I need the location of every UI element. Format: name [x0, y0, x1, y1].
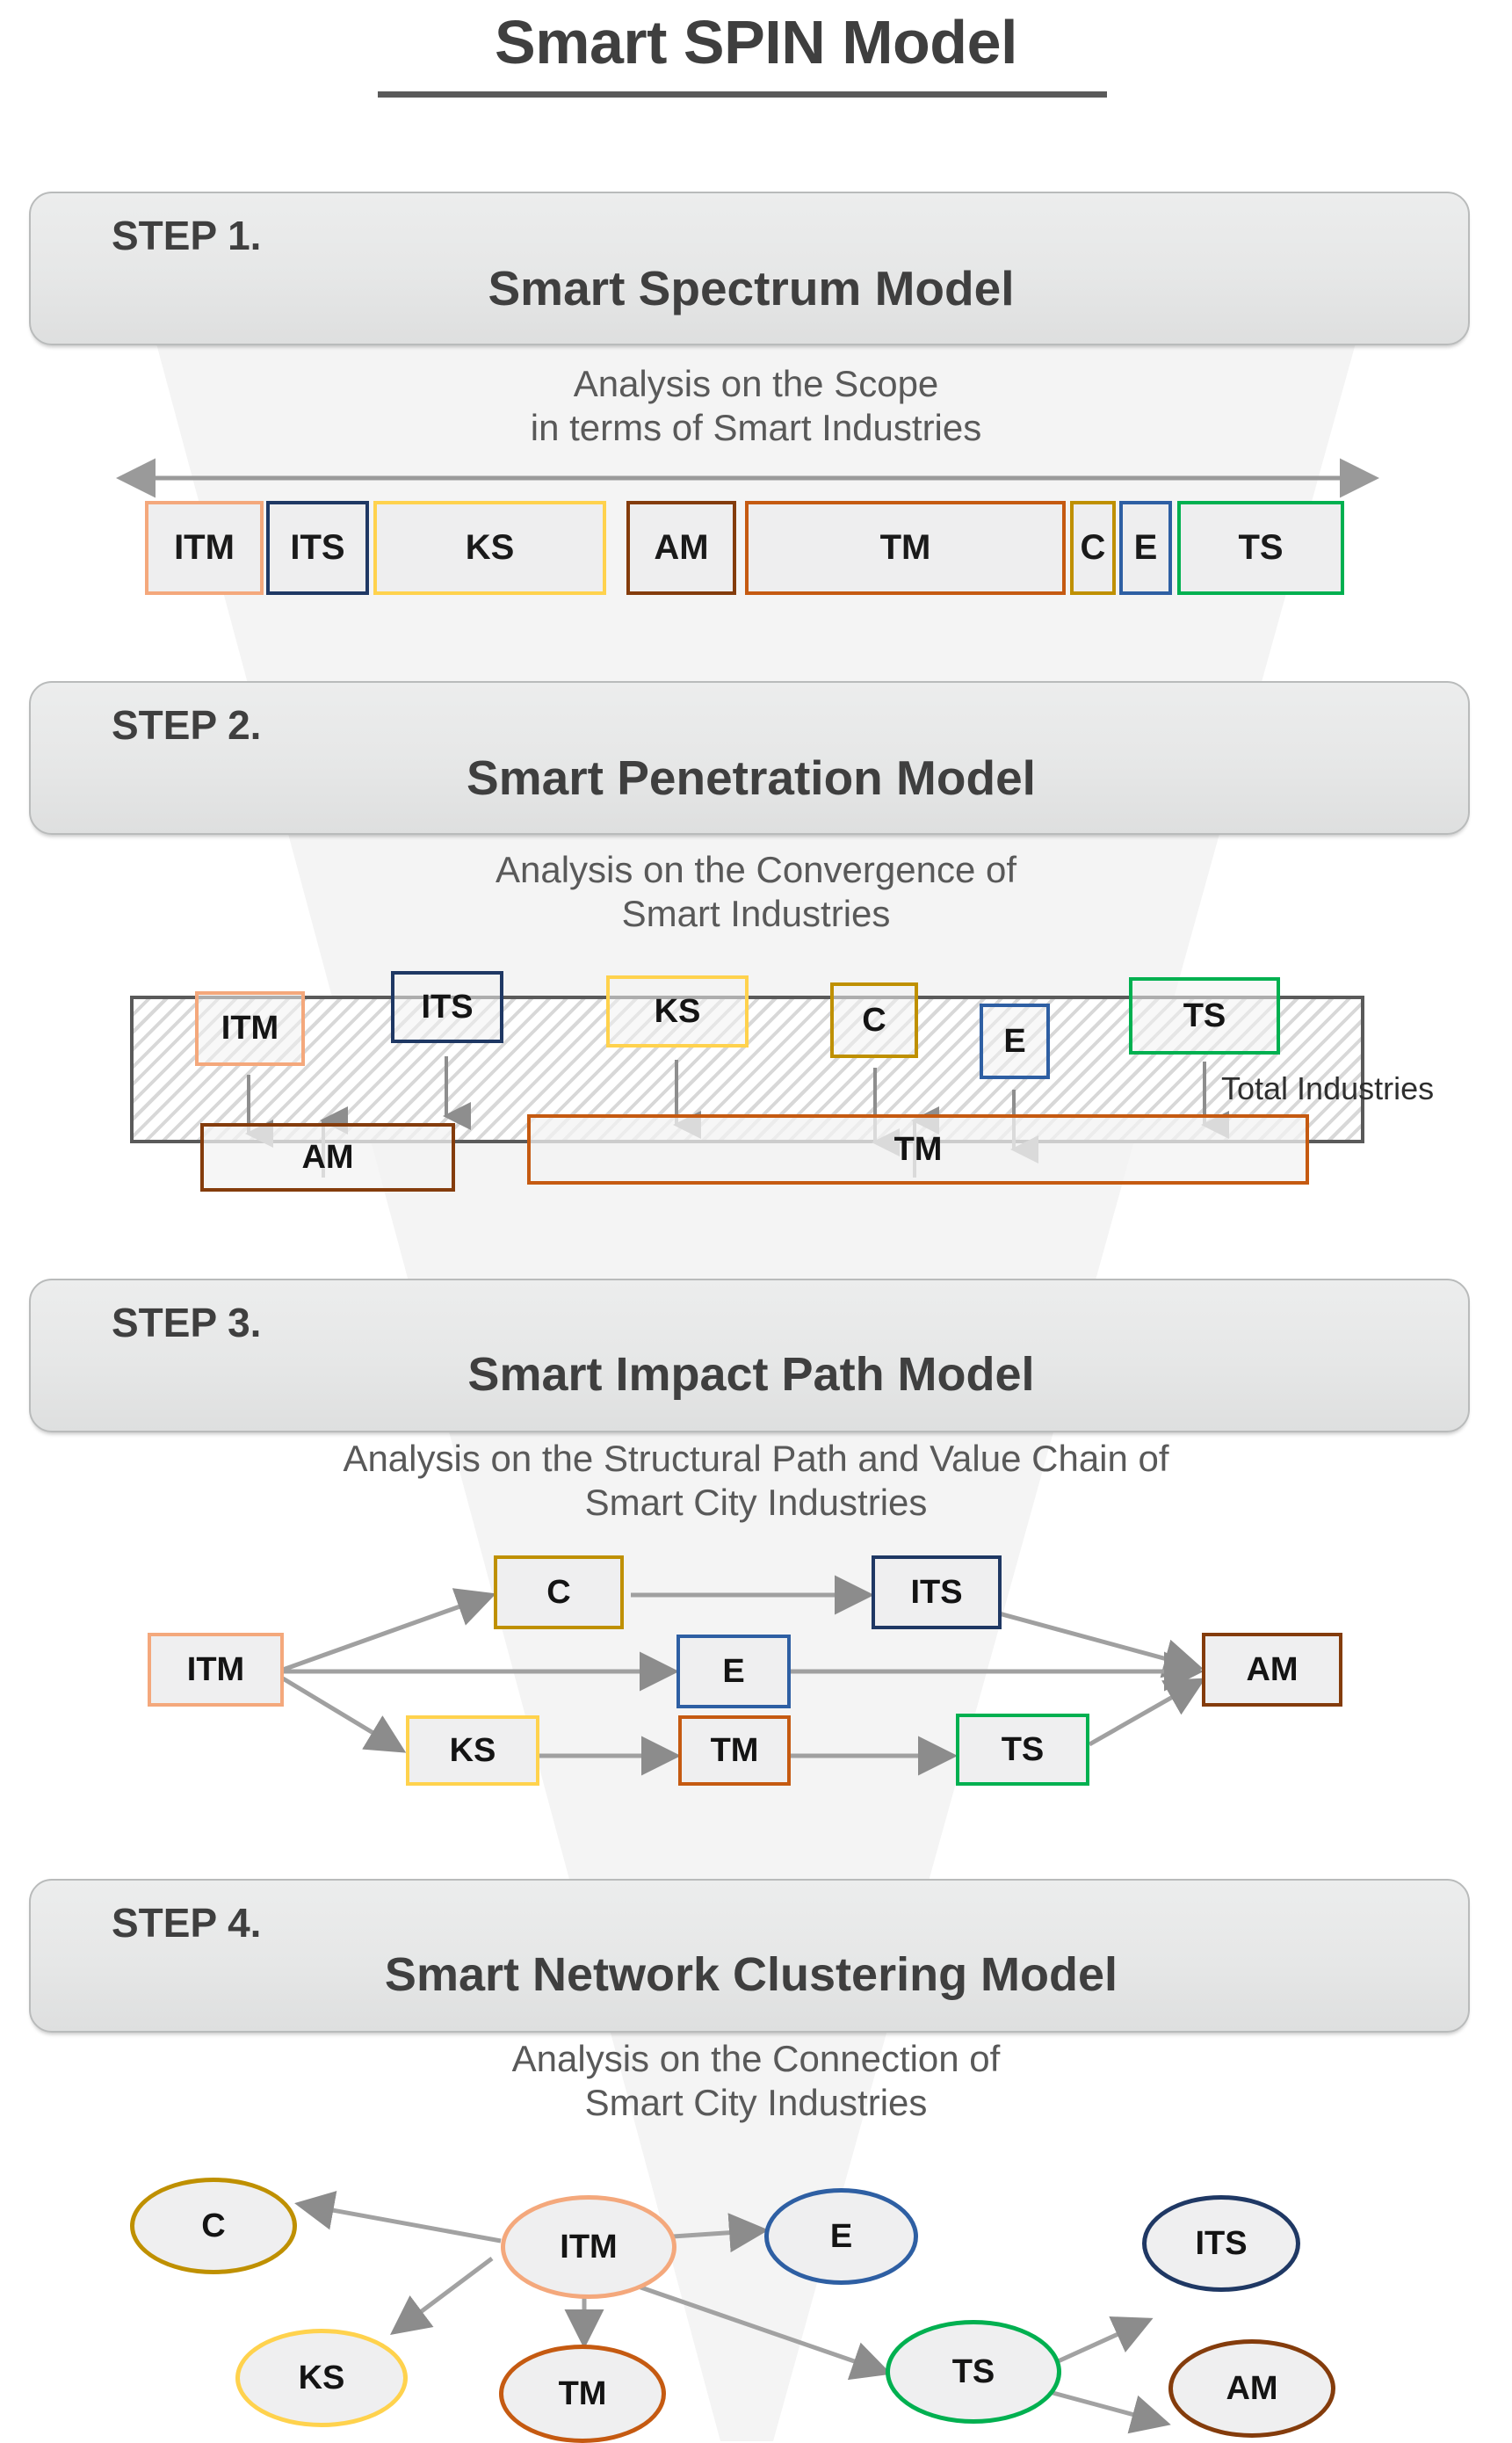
step-2-title: Smart Penetration Model: [467, 750, 1036, 805]
spectrum-segment-am[interactable]: AM: [626, 501, 736, 595]
spectrum-segment-its[interactable]: ITS: [266, 501, 369, 595]
spectrum-scope-arrow: [116, 458, 1379, 498]
step-3-title: Smart Impact Path Model: [467, 1348, 1035, 1401]
penetration-bottom-box-am[interactable]: AM: [200, 1123, 455, 1192]
title-underline: [378, 91, 1107, 98]
impact-node-e[interactable]: E: [676, 1635, 791, 1708]
total-industries-label: Total Industries: [1221, 1070, 1435, 1106]
cluster-node-ks[interactable]: KS: [235, 2329, 408, 2427]
step-4-title: Smart Network Clustering Model: [384, 1948, 1118, 2001]
cluster-node-ts[interactable]: TS: [886, 2320, 1061, 2424]
step-1-number: STEP 1.: [112, 213, 262, 258]
impact-node-am[interactable]: AM: [1202, 1633, 1342, 1707]
penetration-top-box-c[interactable]: C: [830, 982, 918, 1058]
cluster-node-e[interactable]: E: [764, 2188, 918, 2285]
impact-node-ts[interactable]: TS: [956, 1714, 1089, 1786]
spectrum-segment-c[interactable]: C: [1070, 501, 1116, 595]
step-3-number: STEP 3.: [112, 1300, 262, 1345]
cluster-node-c[interactable]: C: [130, 2178, 297, 2274]
step-1-title: Smart Spectrum Model: [488, 261, 1015, 315]
step-4-caption-line-2: Smart City Industries: [584, 2082, 928, 2123]
step-2-header[interactable]: STEP 2. Smart Penetration Model: [29, 681, 1470, 835]
step-1-caption-line-1: Analysis on the Scope: [573, 363, 939, 404]
impact-node-tm[interactable]: TM: [678, 1715, 791, 1786]
penetration-top-box-ks[interactable]: KS: [606, 975, 749, 1048]
step-1-caption-line-2: in terms of Smart Industries: [530, 407, 982, 448]
impact-node-its[interactable]: ITS: [872, 1555, 1002, 1629]
step-1-header[interactable]: STEP 1. Smart Spectrum Model: [29, 192, 1470, 345]
step-2-number: STEP 2.: [112, 702, 262, 748]
impact-node-c[interactable]: C: [494, 1555, 624, 1629]
cluster-node-itm[interactable]: ITM: [501, 2195, 676, 2299]
step-3-caption-line-1: Analysis on the Structural Path and Valu…: [343, 1438, 1169, 1479]
spectrum-segment-itm[interactable]: ITM: [145, 501, 264, 595]
step-4-number: STEP 4.: [112, 1900, 262, 1946]
step-2-caption-line-1: Analysis on the Convergence of: [495, 849, 1017, 890]
step-4-header[interactable]: STEP 4. Smart Network Clustering Model: [29, 1879, 1470, 2033]
spectrum-segment-tm[interactable]: TM: [745, 501, 1066, 595]
page-title: Smart SPIN Model: [495, 8, 1017, 76]
spectrum-segment-ks[interactable]: KS: [373, 501, 606, 595]
impact-node-itm[interactable]: ITM: [148, 1633, 284, 1707]
cluster-node-tm[interactable]: TM: [499, 2345, 666, 2443]
penetration-top-box-itm[interactable]: ITM: [195, 991, 305, 1066]
penetration-top-box-ts[interactable]: TS: [1129, 977, 1280, 1055]
cluster-node-its[interactable]: ITS: [1142, 2195, 1300, 2292]
step-3-header[interactable]: STEP 3. Smart Impact Path Model: [29, 1279, 1470, 1432]
penetration-bottom-box-tm[interactable]: TM: [527, 1114, 1309, 1185]
step-3-caption-line-2: Smart City Industries: [584, 1482, 928, 1523]
cluster-node-am[interactable]: AM: [1168, 2339, 1335, 2438]
step-4-caption-line-1: Analysis on the Connection of: [511, 2038, 1001, 2079]
step-2-caption-line-2: Smart Industries: [621, 893, 891, 934]
penetration-top-box-its[interactable]: ITS: [391, 971, 503, 1043]
penetration-top-box-e[interactable]: E: [980, 1004, 1050, 1079]
spectrum-segment-e[interactable]: E: [1119, 501, 1172, 595]
impact-node-ks[interactable]: KS: [406, 1715, 539, 1786]
impact-path-edges: [281, 1575, 1206, 1776]
spectrum-segment-ts[interactable]: TS: [1177, 501, 1344, 595]
